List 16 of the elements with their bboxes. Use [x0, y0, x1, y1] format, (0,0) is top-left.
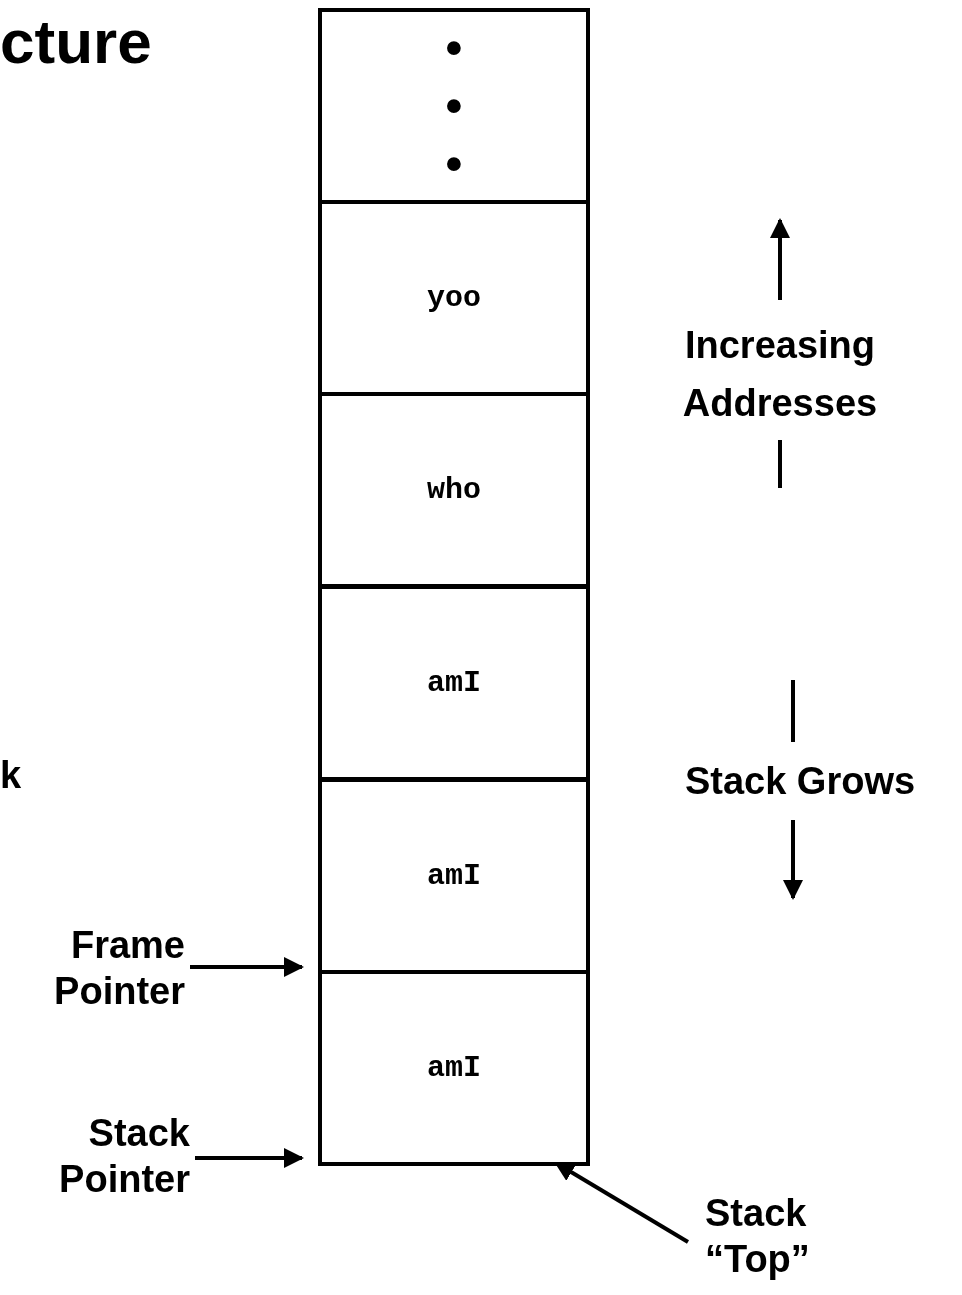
cell-label: amI: [427, 666, 481, 700]
pointer-label: Stack Pointer: [10, 1110, 190, 1202]
cell-label: amI: [427, 859, 481, 893]
pointer-label: Frame Pointer: [10, 922, 185, 1014]
direction-label: Stack Grows: [683, 759, 917, 804]
cut-off-label: k: [0, 753, 23, 798]
cell-label: amI: [427, 1051, 481, 1085]
arrow: [195, 1148, 304, 1168]
stack-cell: [318, 585, 590, 781]
title: cture: [0, 6, 152, 78]
cell-label: who: [427, 473, 481, 507]
cell-label: yoo: [427, 281, 481, 315]
ellipsis-text: • • •: [444, 20, 464, 192]
pointer-label: Stack “Top”: [705, 1190, 865, 1282]
arrow: [190, 957, 304, 977]
direction-label: Increasing Addresses: [681, 323, 879, 426]
